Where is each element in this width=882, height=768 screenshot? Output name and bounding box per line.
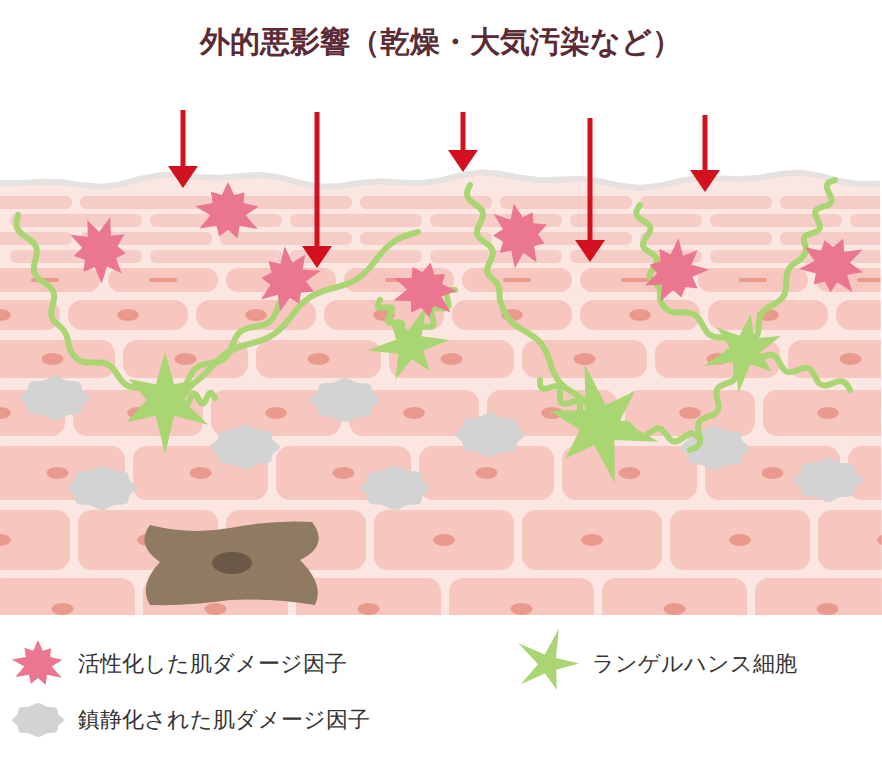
- arrow-head: [690, 170, 720, 192]
- active-damage-factor: [493, 203, 547, 268]
- calmed-damage-factor: [67, 466, 137, 510]
- arrow-head: [302, 246, 332, 268]
- skin-cells: [0, 196, 882, 640]
- arrow-head: [448, 150, 478, 172]
- langerhans-cell: [703, 314, 781, 392]
- active-damage-factor: [394, 263, 457, 318]
- calmed-damage-factor: [210, 425, 280, 469]
- calmed-damage-factor: [360, 466, 430, 510]
- langerhans-cell: [550, 364, 658, 483]
- arrow-shaft: [181, 110, 186, 174]
- langerhans-cell: [126, 352, 208, 455]
- arrow-shaft: [703, 115, 708, 178]
- legend-text: ランゲルハンス細胞: [592, 649, 797, 679]
- skin-ground: [0, 172, 882, 615]
- skin-surface: [0, 172, 880, 188]
- dendrite: [17, 215, 165, 400]
- dendrite: [165, 232, 418, 400]
- arrow-head: [168, 166, 198, 188]
- calmed-damage-factor: [455, 413, 525, 457]
- active-damage-factor: [70, 217, 125, 284]
- active-damage-factor: [195, 182, 258, 238]
- dendrite: [467, 185, 600, 425]
- legend-sample: [12, 703, 64, 737]
- calmed-damage-factor: [20, 376, 90, 420]
- dendrite: [636, 205, 745, 350]
- melanocyte: [144, 522, 318, 606]
- arrow-shaft: [315, 112, 320, 254]
- calmed-damage-factor: [310, 378, 380, 422]
- arrow-shaft: [588, 118, 593, 248]
- legend-sample: [12, 640, 63, 685]
- legend-text: 鎮静化された肌ダメージ因子: [78, 705, 370, 735]
- title: 外的悪影響（乾燥・大気汚染など）: [0, 22, 882, 63]
- active-damage-factor: [645, 238, 709, 301]
- calmed-damage-factor: [793, 458, 863, 502]
- melanocyte-nucleus: [212, 552, 252, 574]
- langerhans-cell: [367, 305, 450, 379]
- arrow-head: [575, 240, 605, 262]
- legend-sample: [518, 629, 579, 690]
- active-damage-factor: [799, 239, 863, 292]
- legend-text: 活性化した肌ダメージ因子: [78, 649, 347, 679]
